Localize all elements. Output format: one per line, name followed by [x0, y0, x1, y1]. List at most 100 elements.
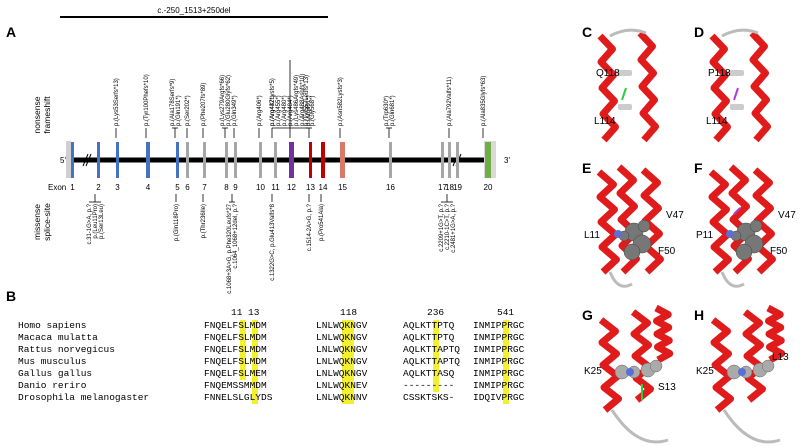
highlight-col-11	[240, 320, 246, 380]
exon-number: 16	[386, 183, 395, 192]
exon-number: 4	[146, 183, 151, 192]
sequence-seq4: INMIPPRGC	[473, 368, 525, 379]
mutation-label-bottom: p.(Pro541Ala)	[319, 204, 325, 241]
residue-label: L114	[594, 116, 616, 127]
sequence-seq4: INMIPPRGC	[473, 344, 525, 355]
panel-label-a: A	[6, 24, 17, 40]
sequence-seq1: FNQELFSLMDM	[204, 356, 267, 367]
panel-label-c: C	[582, 24, 593, 40]
mutation-label-bottom: p.(Leu11Pro)	[93, 204, 99, 239]
exon-number: 10	[256, 183, 265, 192]
exons	[71, 142, 491, 178]
exon-number: 18	[445, 183, 454, 192]
sequence-seq1: FNQELFSLMDM	[204, 344, 267, 355]
exon-number: 5	[175, 183, 180, 192]
exon-2	[97, 142, 100, 178]
position-541: 541	[497, 307, 515, 318]
sequence-seq3: AQLKTTPTQ	[403, 320, 455, 331]
exon-number: 7	[202, 183, 207, 192]
residue-label: L13	[772, 352, 789, 363]
mutation-label-bottom: c.31-1G>A, p.?	[87, 203, 93, 244]
species-name: Gallus gallus	[18, 368, 93, 379]
mutation-label-bottom: c.1322G>C, p.Glu413Valfs*8	[270, 203, 276, 280]
exon-number: 1	[70, 183, 75, 192]
exon-number: 17	[438, 183, 447, 192]
mutation-label-top: p.(Lys53Serfs*13)	[114, 78, 120, 126]
exon-7	[203, 142, 206, 178]
species-name: Rattus norvegicus	[18, 344, 115, 355]
mutation-label-top: p.(Arg406*)	[257, 95, 263, 126]
panel-label-d: D	[694, 24, 705, 40]
mutation-label-top: p.(Tyr557Leufs*13)	[304, 75, 310, 126]
species-name: Drosophila melanogaster	[18, 392, 150, 403]
exon-16	[389, 142, 392, 178]
sequence-seq2: LNLWQKNNV	[316, 392, 368, 403]
residue-label: K25	[584, 366, 602, 377]
exon-number: 13	[306, 183, 315, 192]
species-name: Homo sapiens	[18, 320, 87, 331]
exon-20	[485, 142, 491, 178]
mutation-label-top: p.(Arg432Lysfs*5)	[270, 78, 276, 126]
mutation-label-top: p.(Arg480*)	[282, 95, 288, 126]
highlight-col-236	[433, 320, 439, 392]
sequence-seq4: INMIPPRGC	[473, 332, 525, 343]
exon-label: Exon	[48, 183, 66, 192]
residue-label: F50	[658, 246, 676, 257]
residue-label: V47	[778, 210, 796, 221]
exon-number: 6	[185, 183, 190, 192]
splice-site-label: splice-site	[42, 203, 52, 241]
mutation-label-top: p.(Lys486Argfs*49)	[294, 75, 300, 126]
exon-1	[71, 142, 74, 178]
exon-17	[441, 142, 444, 178]
exon-number: 8	[224, 183, 229, 192]
sequence-seq2: LNLWQKNGV	[316, 332, 368, 343]
mutation-label-top: p.(Glu280Glyfs*62)	[226, 75, 232, 126]
bottom-mutations: c.31-1G>A, p.?p.(Leu11Pro)p.(Ser13Leu) p.…	[87, 194, 457, 294]
three-prime-label: 3'	[504, 156, 510, 165]
mutation-label-bottom: c.1064_1068+12del, p.?	[233, 203, 239, 268]
species-name: Mus musculus	[18, 356, 87, 367]
sequence-seq2: LNLWQKNGV	[316, 368, 368, 379]
exon-11	[274, 142, 277, 178]
exon-6	[186, 142, 189, 178]
sequence-seq3: AQLKTTAPTQ	[403, 344, 461, 355]
exon-number: 2	[96, 183, 101, 192]
residue-label: Q118	[596, 68, 620, 79]
exon-number: 3	[115, 183, 120, 192]
exon-15	[340, 142, 345, 178]
mutation-label-top: p.(Asn582Lysfs*3)	[338, 77, 344, 126]
exon-5	[176, 142, 179, 178]
mutation-label-top: p.(Arg491*)	[306, 95, 312, 126]
exon-number: 12	[287, 183, 296, 192]
residue-label: P11	[696, 230, 713, 241]
mutation-label-top: p.(Gln681*)	[390, 95, 396, 126]
exon-4	[146, 142, 150, 178]
mutation-label-bottom: p.(Ser13Leu)	[99, 204, 105, 239]
exon-13	[309, 142, 312, 178]
exon-number: 15	[338, 183, 347, 192]
panel-label-h: H	[694, 307, 705, 323]
exon-10	[259, 142, 262, 178]
sequence-seq1: FNQELFSLMDM	[204, 320, 267, 331]
exon-9	[234, 142, 237, 178]
top-mutations: p.(Lys53Serfs*13)p.(Tyr100Phefs*10)p.(Al…	[114, 60, 487, 138]
position-118: 118	[340, 307, 358, 318]
mutation-label-bottom: c.2481+1G>A, p.?	[451, 203, 457, 252]
sequence-seq3: AQLKTTAPTQ	[403, 356, 461, 367]
sequence-seq4: INMIPPRGC	[473, 320, 525, 331]
residue-label: V47	[666, 210, 684, 221]
panel-label-e: E	[582, 160, 592, 176]
sequence-seq3: AQLKTTASQ	[403, 368, 455, 379]
mutation-label-bottom: c.2210-1C>T, p.?	[445, 203, 451, 250]
panel-label-g: G	[582, 307, 593, 323]
missense-label: missense	[32, 204, 42, 240]
mutation-label-top: p.(Ala792Valfs*11)	[447, 77, 453, 126]
exon-18	[448, 142, 451, 178]
exon-8	[225, 142, 228, 178]
sequence-seq4: INMIPPRGC	[473, 380, 525, 391]
exon-3	[116, 142, 119, 178]
